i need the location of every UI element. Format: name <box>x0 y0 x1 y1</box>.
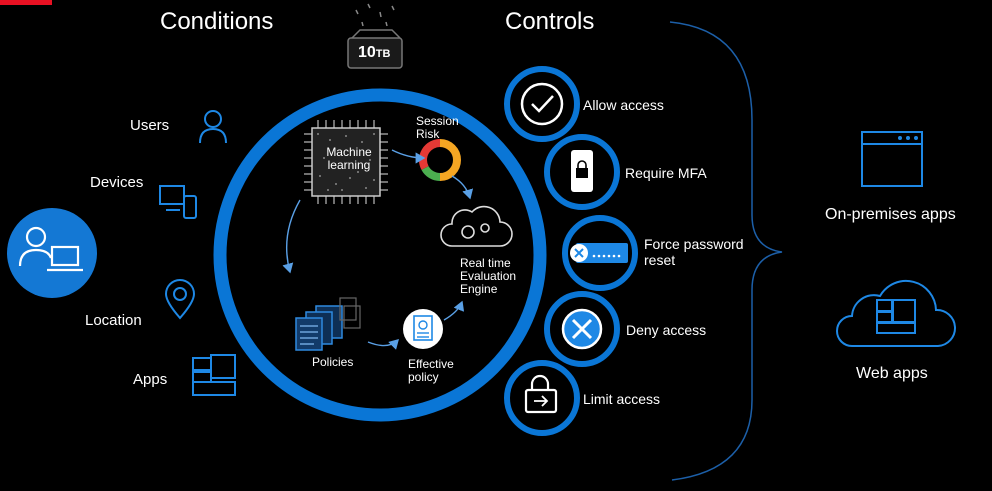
control-password-reset-circle <box>562 215 638 291</box>
control-limit-circle <box>504 360 580 436</box>
storage-badge-label: 10TB <box>358 44 390 62</box>
effective-policy-icon <box>403 309 443 349</box>
session-risk-label: Session Risk <box>416 114 459 141</box>
control-label-password-reset: Force password reset <box>644 236 744 268</box>
browser-window-icon <box>861 131 923 187</box>
machine-learning-label: Machine learning <box>326 145 372 172</box>
condition-label-location: Location <box>85 312 142 329</box>
cloud-apps-icon <box>836 279 957 347</box>
conditions-heading: Conditions <box>160 8 274 35</box>
storage-badge-icon <box>347 3 403 69</box>
control-deny-circle <box>544 291 620 367</box>
user-icon <box>199 110 227 144</box>
effective-policy-label: Effective policy <box>408 357 454 384</box>
storage-badge-value: 10 <box>358 44 376 61</box>
cloud-gears-icon <box>440 205 513 247</box>
control-label-deny: Deny access <box>626 322 707 338</box>
arrow-policies-to-effective <box>367 339 399 350</box>
condition-label-devices: Devices <box>90 174 144 191</box>
control-allow-circle <box>504 66 580 142</box>
corner-accent <box>0 0 52 5</box>
policy-documents-icon <box>295 297 361 351</box>
policies-label: Policies <box>312 355 354 369</box>
destination-label-on-premises: On-premises apps <box>825 206 956 223</box>
arrow-ml-to-risk <box>391 149 426 164</box>
session-risk-donut-icon <box>419 139 461 181</box>
apps-icon <box>192 354 236 396</box>
location-pin-icon <box>164 279 196 320</box>
machine-learning-chip-icon <box>304 120 388 204</box>
condition-label-apps: Apps <box>133 371 168 388</box>
control-mfa-circle <box>544 134 620 210</box>
grouping-brace <box>669 21 783 481</box>
arrow-cycle <box>282 199 301 274</box>
condition-label-users: Users <box>130 117 170 134</box>
control-label-allow: Allow access <box>583 97 664 113</box>
control-label-mfa: Require MFA <box>625 165 707 181</box>
arrow-risk-to-engine <box>451 175 474 200</box>
evaluation-engine-label: Real time Evaluation Engine <box>460 256 517 296</box>
control-label-limit: Limit access <box>583 391 661 407</box>
arrow-effective-to-engine <box>443 300 465 321</box>
destination-label-web-apps: Web apps <box>856 365 928 382</box>
storage-badge-unit: TB <box>375 48 391 60</box>
controls-heading: Controls <box>505 8 595 35</box>
user-laptop-icon <box>7 208 97 298</box>
devices-icon <box>159 185 197 219</box>
